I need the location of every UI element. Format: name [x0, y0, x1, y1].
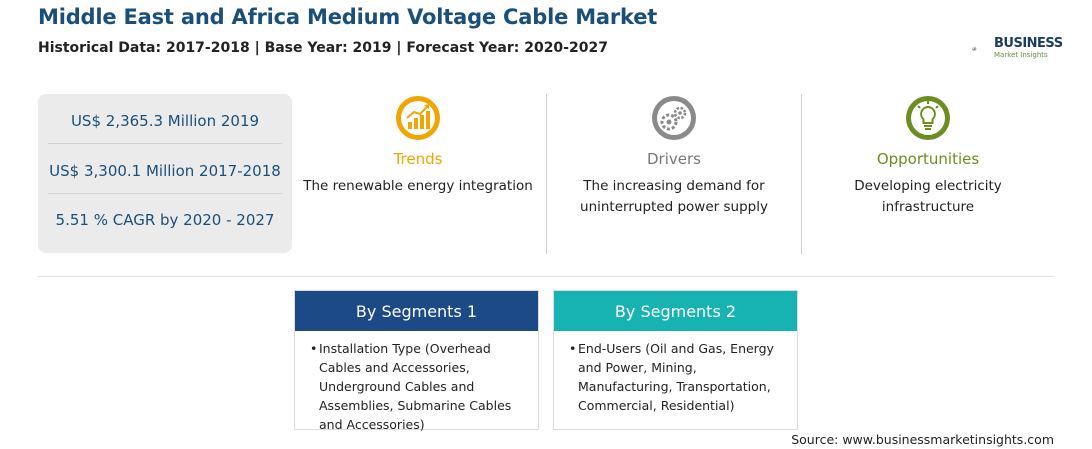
segment-2-list: • End-Users (Oil and Gas, Energy and Pow…: [554, 331, 797, 415]
divider: [48, 193, 282, 194]
trends-text: The renewable energy integration: [303, 178, 533, 194]
opportunities-column: Opportunities Developing electricity inf…: [808, 94, 1048, 218]
drivers-text: The increasing demand for uninterrupted …: [580, 178, 768, 215]
segment-1-card: By Segments 1 • Installation Type (Overh…: [294, 290, 539, 432]
segment-2-header: By Segments 2: [554, 291, 797, 331]
lightbulb-icon: [906, 96, 950, 140]
opportunities-text: Developing electricity infrastructure: [854, 178, 1002, 215]
segment-2-card: By Segments 2 • End-Users (Oil and Gas, …: [553, 290, 798, 430]
drivers-column: Drivers The increasing demand for uninte…: [554, 94, 794, 218]
segment-1-header: By Segments 1: [295, 291, 538, 331]
company-logo: [972, 46, 977, 52]
bullet-icon: •: [569, 341, 577, 356]
stat-cagr: 5.51 % CAGR by 2020 - 2027: [55, 211, 275, 229]
logo-tagline: Market Insights: [994, 51, 1048, 59]
segment-1-list: • Installation Type (Overhead Cables and…: [295, 331, 538, 434]
page-title: Middle East and Africa Medium Voltage Ca…: [38, 5, 658, 29]
stat-market-historical: US$ 3,300.1 Million 2017-2018: [49, 162, 281, 180]
trend-chart-icon: [396, 96, 440, 140]
divider: [801, 94, 802, 254]
gears-icon: [652, 96, 696, 140]
divider: [48, 143, 282, 144]
trends-column: Trends The renewable energy integration: [298, 94, 538, 197]
drivers-heading: Drivers: [647, 150, 701, 168]
source-credit: Source: www.businessmarketinsights.com: [791, 432, 1054, 447]
divider: [546, 94, 547, 254]
list-item: End-Users (Oil and Gas, Energy and Power…: [578, 341, 774, 413]
stats-panel: US$ 2,365.3 Million 2019 US$ 3,300.1 Mil…: [38, 94, 292, 253]
logo-name: BUSINESS: [994, 36, 1063, 51]
list-item: Installation Type (Overhead Cables and A…: [319, 341, 512, 432]
trends-heading: Trends: [393, 150, 443, 168]
page-subtitle: Historical Data: 2017-2018 | Base Year: …: [38, 40, 608, 56]
divider: [38, 276, 1054, 277]
opportunities-heading: Opportunities: [876, 150, 980, 168]
bullet-icon: •: [310, 341, 318, 356]
stat-market-2019: US$ 2,365.3 Million 2019: [70, 112, 260, 130]
